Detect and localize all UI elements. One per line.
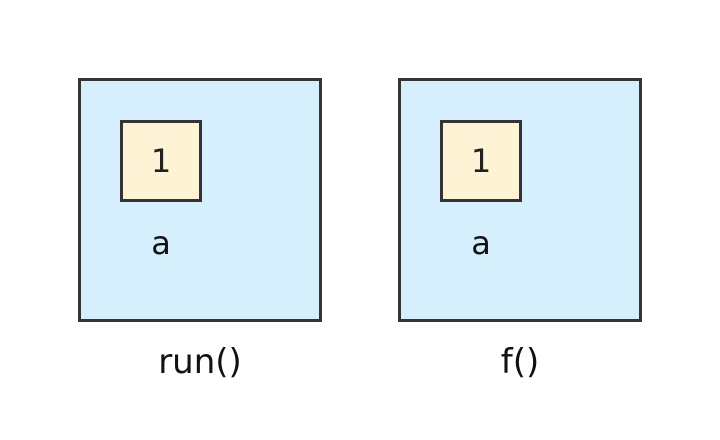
stack-frame-run: 1 a bbox=[78, 78, 322, 322]
variable-value-box: 1 bbox=[120, 120, 202, 202]
frame-label-f: f() bbox=[500, 342, 540, 382]
variable-value: 1 bbox=[150, 142, 172, 180]
stack-frame-f: 1 a bbox=[398, 78, 642, 322]
variable-name: a bbox=[151, 224, 171, 262]
variable-value-box: 1 bbox=[440, 120, 522, 202]
frame-label-run: run() bbox=[158, 342, 242, 382]
variable-value: 1 bbox=[470, 142, 492, 180]
variable-name: a bbox=[471, 224, 491, 262]
